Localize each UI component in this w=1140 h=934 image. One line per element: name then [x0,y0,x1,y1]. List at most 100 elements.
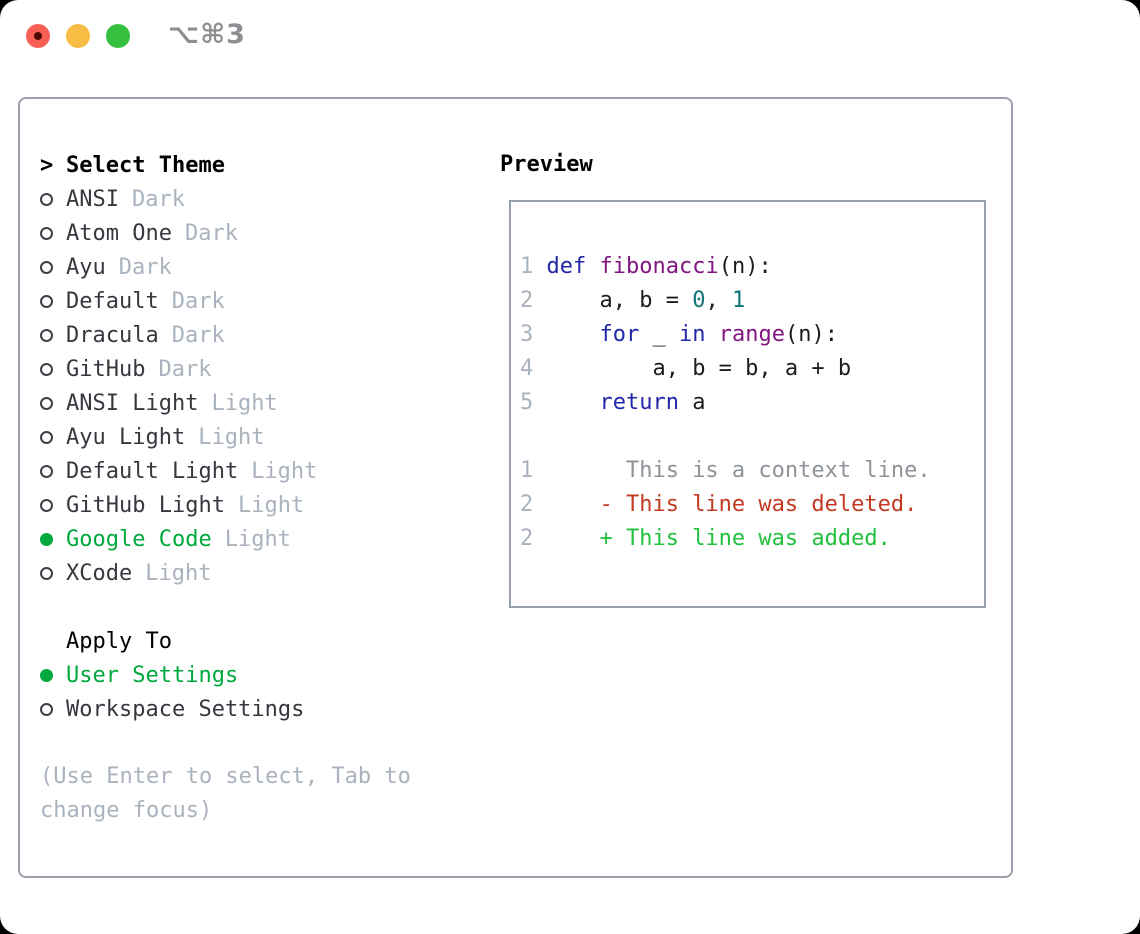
radio-circle-icon [40,396,66,410]
code-token-pln: _ [639,322,679,347]
code-token-pln [586,254,599,279]
line-number: 1 [520,458,534,483]
radio-circle [40,396,53,410]
theme-option-dracula-variant: Dark [171,322,225,348]
code-token-kw: for [599,322,640,347]
theme-option-github-variant: Dark [158,356,212,382]
preview-heading: Preview [500,152,593,177]
apply-option-user-settings-label: User Settings [66,662,239,688]
theme-option-default-light-label: Default Light [66,458,239,484]
preview-code: 1 def fibonacci(n): 2 a, b = 0, 1 3 for … [511,202,984,556]
line-number: 4 [520,356,534,381]
apply-option-user-settings[interactable]: User Settings [40,658,304,692]
preview-box: 1 def fibonacci(n): 2 a, b = 0, 1 3 for … [509,200,986,608]
theme-option-github-light[interactable]: GitHub Light Light [40,488,317,522]
theme-option-github-light-label: GitHub Light [66,492,225,518]
code-token-kw: return [599,390,679,415]
code-token-add: + This line was added. [533,526,891,551]
code-token-lit: 1 [731,288,746,313]
line-number: 2 [520,526,534,551]
radio-circle-icon [40,226,66,240]
radio-circle [40,532,53,546]
theme-option-google-code-label: Google Code [66,526,212,552]
theme-option-atom-one-label: Atom One [66,220,172,246]
apply-option-workspace-settings[interactable]: Workspace Settings [40,692,304,726]
code-token-pln [705,322,718,347]
theme-option-ansi-label: ANSI [66,186,119,212]
theme-option-default-label: Default [66,288,159,314]
line-number: 2 [520,492,534,517]
theme-option-dracula[interactable]: Dracula Dark [40,318,317,352]
help-text: (Use Enter to select, Tab to change focu… [40,760,411,828]
line-number: 1 [520,254,534,279]
apply-to-header-label: Apply To [66,628,172,654]
theme-option-ansi-variant: Dark [131,186,185,212]
radio-selected-icon [40,668,66,682]
code-token-kw: in [678,322,706,347]
theme-option-github-light-variant: Light [237,492,305,518]
theme-option-github[interactable]: GitHub Dark [40,352,317,386]
radio-circle [40,192,53,206]
radio-circle-icon [40,430,66,444]
minimize-button[interactable] [66,24,90,48]
chevron-right-icon: > [40,153,66,178]
radio-circle [40,498,53,512]
code-token-ctx: This is a context line. [533,458,931,483]
theme-option-xcode-label: XCode [66,560,133,586]
code-token-pln: a [678,390,706,415]
radio-circle-icon [40,192,66,206]
radio-circle-icon [40,260,66,274]
theme-option-google-code-variant: Light [224,526,291,552]
theme-option-ayu-label: Ayu [66,254,106,280]
radio-circle-icon [40,328,66,342]
titlebar: ⌥⌘3 [0,0,1140,72]
line-number: 3 [520,322,534,347]
code-token-pln [533,254,546,279]
zoom-button[interactable] [106,24,130,48]
radio-circle [40,702,53,716]
code-token-pln [533,322,599,347]
radio-circle [40,668,53,682]
window-title: ⌥⌘3 [168,19,246,50]
code-token-fn: fibonacci [599,254,719,279]
code-token-pln: (n): [784,322,838,347]
code-token-del: - This line was deleted. [533,492,918,517]
radio-circle-icon [40,498,66,512]
theme-option-default[interactable]: Default Dark [40,284,317,318]
theme-option-xcode-variant: Light [145,560,212,586]
theme-option-ansi[interactable]: ANSI Dark [40,182,317,216]
theme-option-default-variant: Dark [171,288,225,314]
radio-circle [40,464,53,478]
radio-circle-icon [40,294,66,308]
apply-option-workspace-settings-label: Workspace Settings [66,696,305,722]
theme-option-ansi-light-variant: Light [211,390,278,416]
radio-selected-icon [40,532,66,546]
code-token-kw: def [546,254,587,279]
theme-option-google-code[interactable]: Google Code Light [40,522,317,556]
close-button[interactable] [26,24,50,48]
theme-option-ayu-light-label: Ayu Light [66,424,186,450]
code-token-pln: , [705,288,732,313]
theme-option-dracula-label: Dracula [66,322,159,348]
code-token-pln [533,390,599,415]
radio-circle [40,294,53,308]
theme-option-github-label: GitHub [66,356,146,382]
radio-circle-icon [40,702,66,716]
radio-circle [40,430,53,444]
radio-circle [40,566,53,580]
radio-circle [40,226,53,240]
radio-circle-icon [40,362,66,376]
radio-circle [40,362,53,376]
theme-option-xcode[interactable]: XCode Light [40,556,317,590]
radio-circle [40,328,53,342]
code-token-lit: 0 [692,288,706,313]
